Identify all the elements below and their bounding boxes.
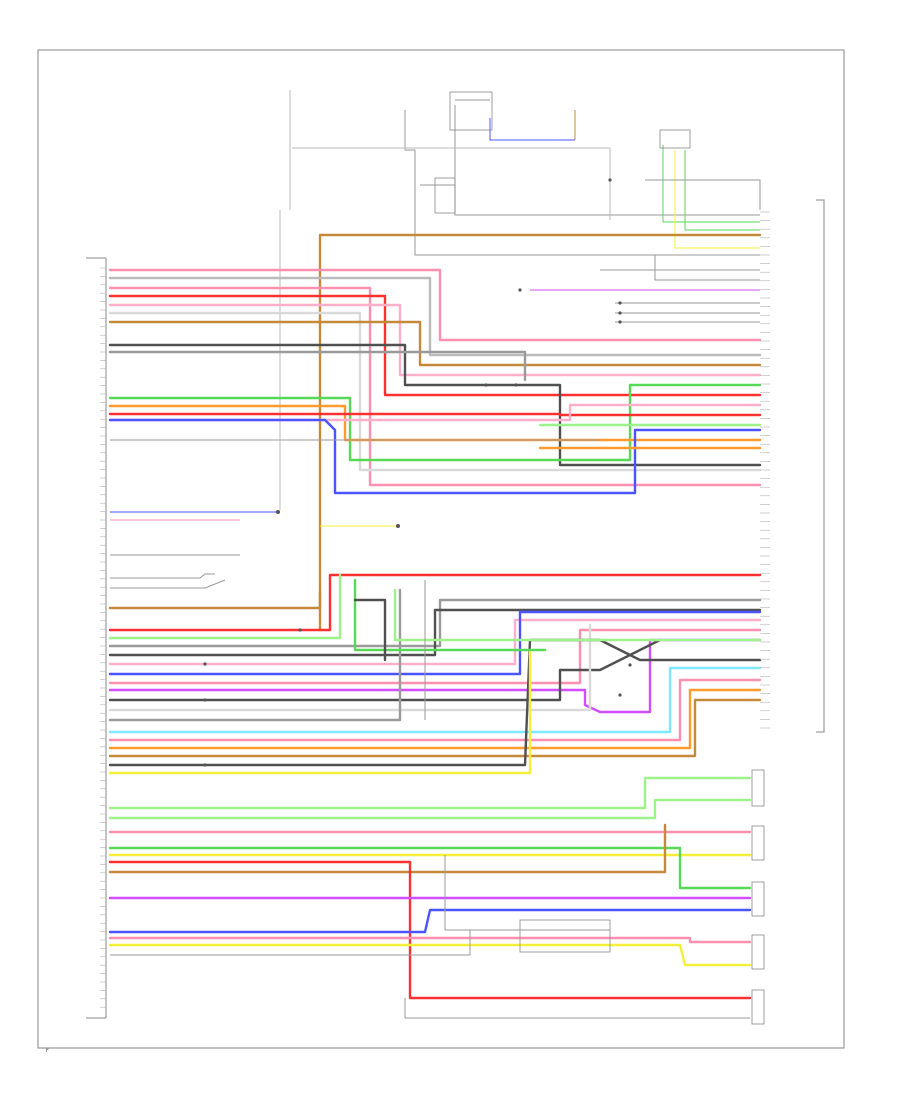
connector-dots — [203, 178, 632, 767]
left-connector-pins — [100, 267, 106, 1008]
bottom-wires — [108, 776, 752, 1019]
top-components — [434, 91, 691, 953]
top-thin-wires — [279, 90, 761, 510]
lower-wire-harness — [108, 573, 762, 775]
page-label: F — [46, 1048, 49, 1054]
left-component-outline — [86, 257, 107, 1019]
speaker-connectors — [751, 769, 765, 1025]
upper-wire-harness — [108, 233, 762, 632]
diagram-frame — [37, 49, 845, 1049]
right-component-outline — [816, 199, 825, 733]
middle-wires — [110, 510, 400, 589]
right-connector-pins — [760, 211, 770, 729]
